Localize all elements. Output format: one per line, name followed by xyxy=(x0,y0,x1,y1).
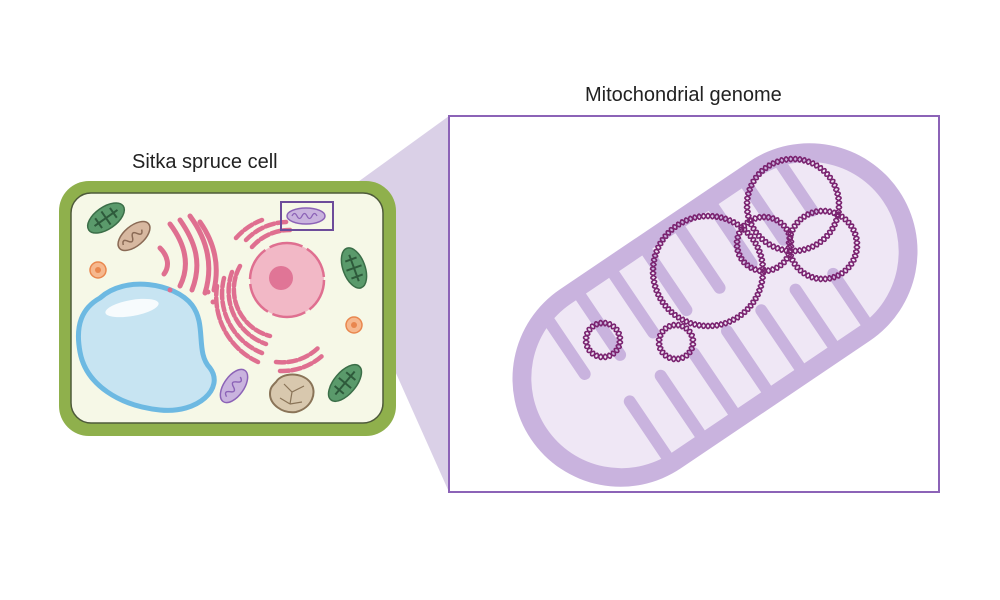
vacuole xyxy=(75,281,217,413)
mitochondrion xyxy=(219,368,249,404)
nucleolus xyxy=(269,266,293,290)
matrix xyxy=(531,161,899,469)
dna-strand xyxy=(582,319,624,361)
chloroplast xyxy=(327,363,363,403)
peroxisome xyxy=(89,261,107,279)
cell-title: Sitka spruce cell xyxy=(132,151,278,173)
mitochondrion-highlighted xyxy=(286,207,326,225)
chloroplast xyxy=(86,202,126,234)
nucleus xyxy=(248,241,326,319)
mitochondrial-genome xyxy=(582,155,861,363)
endoplasmic-reticulum xyxy=(214,217,325,374)
dna-strand xyxy=(655,321,697,363)
golgi xyxy=(157,213,219,305)
dna-strand xyxy=(733,213,795,275)
mitochondrion-enlarged xyxy=(512,143,918,487)
dna-strand xyxy=(743,155,843,255)
dna-strand xyxy=(649,212,767,330)
peroxisome xyxy=(345,316,363,334)
organelle-brown xyxy=(117,220,151,252)
amyloplast xyxy=(268,373,315,414)
cristae xyxy=(541,156,872,463)
sitka-spruce-cell xyxy=(59,181,396,436)
genome-title: Mitochondrial genome xyxy=(585,84,782,106)
chloroplast xyxy=(340,247,368,289)
mitochondrion-highlight-box xyxy=(280,201,334,231)
